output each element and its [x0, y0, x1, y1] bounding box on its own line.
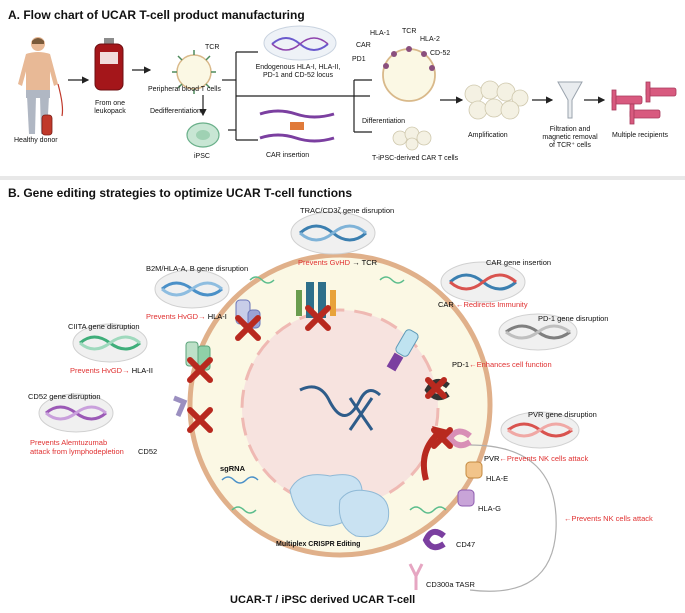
trac-effect: Prevents GvHD — [298, 258, 351, 267]
pvr-effect-row: PVR←Prevents NK cells attack — [484, 454, 589, 463]
ucar-cell-diagram — [187, 252, 557, 592]
crispr-label: Multiplex CRISPR Editing — [276, 541, 361, 548]
peripheral-t-cells-label: Peripheral blood T cells — [148, 86, 221, 93]
trac-effect-row: Prevents GvHD → TCR — [298, 258, 378, 267]
pvr-receptor — [446, 428, 472, 449]
pd1-label: PD1 — [352, 56, 366, 63]
hla1-label: HLA-1 — [370, 30, 390, 37]
b2m-target: HLA-I — [207, 312, 227, 321]
cd52-label: CD52 gene disruption — [28, 392, 101, 401]
cd52-receptor — [173, 395, 188, 417]
panel-b-title: B. Gene editing strategies to optimize U… — [8, 186, 353, 200]
car-receptor — [386, 329, 419, 372]
pd1-effect: Enhances cell function — [476, 360, 552, 369]
b2m-effect-row: Prevents HvGD→ HLA-I — [146, 312, 227, 321]
cd52-target: CD52 — [138, 447, 158, 456]
blood-tube-icon — [41, 114, 53, 136]
ciita-label: CIITA gene disruption — [68, 322, 140, 331]
amplification-label: Amplification — [468, 132, 508, 139]
cd47-label: CD47 — [456, 540, 476, 549]
dedifferentiation-label: Dedifferentiation — [150, 108, 201, 115]
ipsc-cell-icon — [186, 122, 220, 148]
ciita-target: HLA-II — [131, 366, 153, 375]
panel-a-title: A. Flow chart of UCAR T-cell product man… — [8, 8, 305, 22]
trac-dna-bubble — [290, 211, 376, 255]
b2m-effect: Prevents HvGD — [146, 312, 199, 321]
nk-effect-text: Prevents NK cells attack — [571, 514, 653, 523]
pd1-label: PD-1 gene disruption — [538, 314, 609, 323]
ciita-dna-bubble — [72, 323, 148, 363]
multiple-recipients-label: Multiple recipients — [612, 132, 669, 139]
surface-receptors — [173, 282, 483, 590]
filter-funnel-icon — [557, 81, 583, 119]
car-insertion-dna-icon — [259, 109, 335, 143]
healthy-donor-label: Healthy donor — [14, 137, 58, 144]
tcr-label-2: TCR — [402, 28, 417, 35]
panel-separator — [0, 176, 685, 180]
trac-target: TCR — [361, 258, 378, 267]
cd300a-label: CD300a TASR — [426, 580, 475, 589]
cd52-label: CD-52 — [430, 50, 451, 57]
car-t-cell-icon — [382, 46, 436, 102]
hla2-label: HLA-2 — [420, 36, 440, 43]
pd1-effect-row: PD-1←Enhances cell function — [452, 360, 552, 369]
leukopack-label: From one leukopack — [94, 100, 126, 116]
trac-label: TRAC/CD3ζ gene disruption — [300, 206, 395, 215]
cd52-dna-bubble — [38, 393, 114, 433]
differentiation-label: Differentiation — [362, 118, 406, 125]
hla-e-label: HLA-E — [486, 474, 509, 483]
cd52-effect: Prevents Alemtuzumab attack from lymphod… — [30, 438, 124, 456]
recipients-beds-icon — [611, 81, 677, 125]
editing-complex-icon — [263, 25, 337, 61]
tcr-receptor — [296, 282, 336, 318]
hla-e-receptor — [465, 461, 483, 479]
car-dna-bubble — [440, 261, 526, 303]
peripheral-t-cell-icon — [172, 50, 216, 94]
car-effect: Redirects Immunity — [463, 300, 528, 309]
t-ipsc-car-label: T-iPSC-derived CAR T cells — [372, 155, 459, 162]
cd300a-receptor — [408, 563, 424, 590]
pd1-dna-bubble — [498, 313, 578, 351]
pvr-label: PVR gene disruption — [528, 410, 597, 419]
b2m-dna-bubble — [154, 269, 230, 309]
hla-g-receptor — [457, 489, 475, 507]
car-label: CAR — [356, 42, 371, 49]
panel-a: A. Flow chart of UCAR T-cell product man… — [0, 0, 685, 176]
leukopack-bag-icon — [94, 38, 124, 91]
hla-g-label: HLA-G — [478, 504, 501, 513]
pvr-dna-bubble — [500, 411, 580, 449]
filtration-label: Filtration and magnetic removal of TCR⁺ … — [542, 126, 598, 150]
ciita-effect: Prevents HvGD — [70, 366, 123, 375]
car-label: CAR gene insertion — [486, 258, 552, 267]
pvr-effect: Prevents NK cells attack — [506, 454, 589, 463]
disruption-x-marks — [187, 305, 453, 449]
t-ipsc-car-cells-icon — [392, 126, 432, 151]
cd47-receptor — [422, 528, 446, 551]
amplification-cells-icon — [464, 80, 529, 120]
car-effect-row: CAR ←Redirects Immunity — [438, 300, 528, 309]
ciita-effect-row: Prevents HvGD→ HLA-II — [70, 366, 153, 375]
car-insertion-label: CAR insertion — [266, 152, 310, 159]
pd1-target: PD-1 — [452, 360, 470, 369]
sgrna-label: sgRNA — [220, 464, 246, 473]
ipsc-label: iPSC — [194, 153, 210, 160]
tcr-label: TCR — [205, 44, 220, 51]
pvr-target: PVR — [484, 454, 500, 463]
flow-arrows — [68, 51, 606, 141]
car-target: CAR — [438, 300, 454, 309]
editing-locus-label: Endogenous HLA-I, HLA-II, PD-1 and CD-52… — [255, 64, 341, 80]
cell-title: UCAR-T / iPSC derived UCAR T-cell — [230, 594, 416, 606]
b2m-label: B2M/HLA-A, B gene disruption — [146, 264, 249, 273]
panel-b: B. Gene editing strategies to optimize U… — [0, 180, 685, 613]
nk-effect: ←Prevents NK cells attack — [564, 514, 653, 523]
